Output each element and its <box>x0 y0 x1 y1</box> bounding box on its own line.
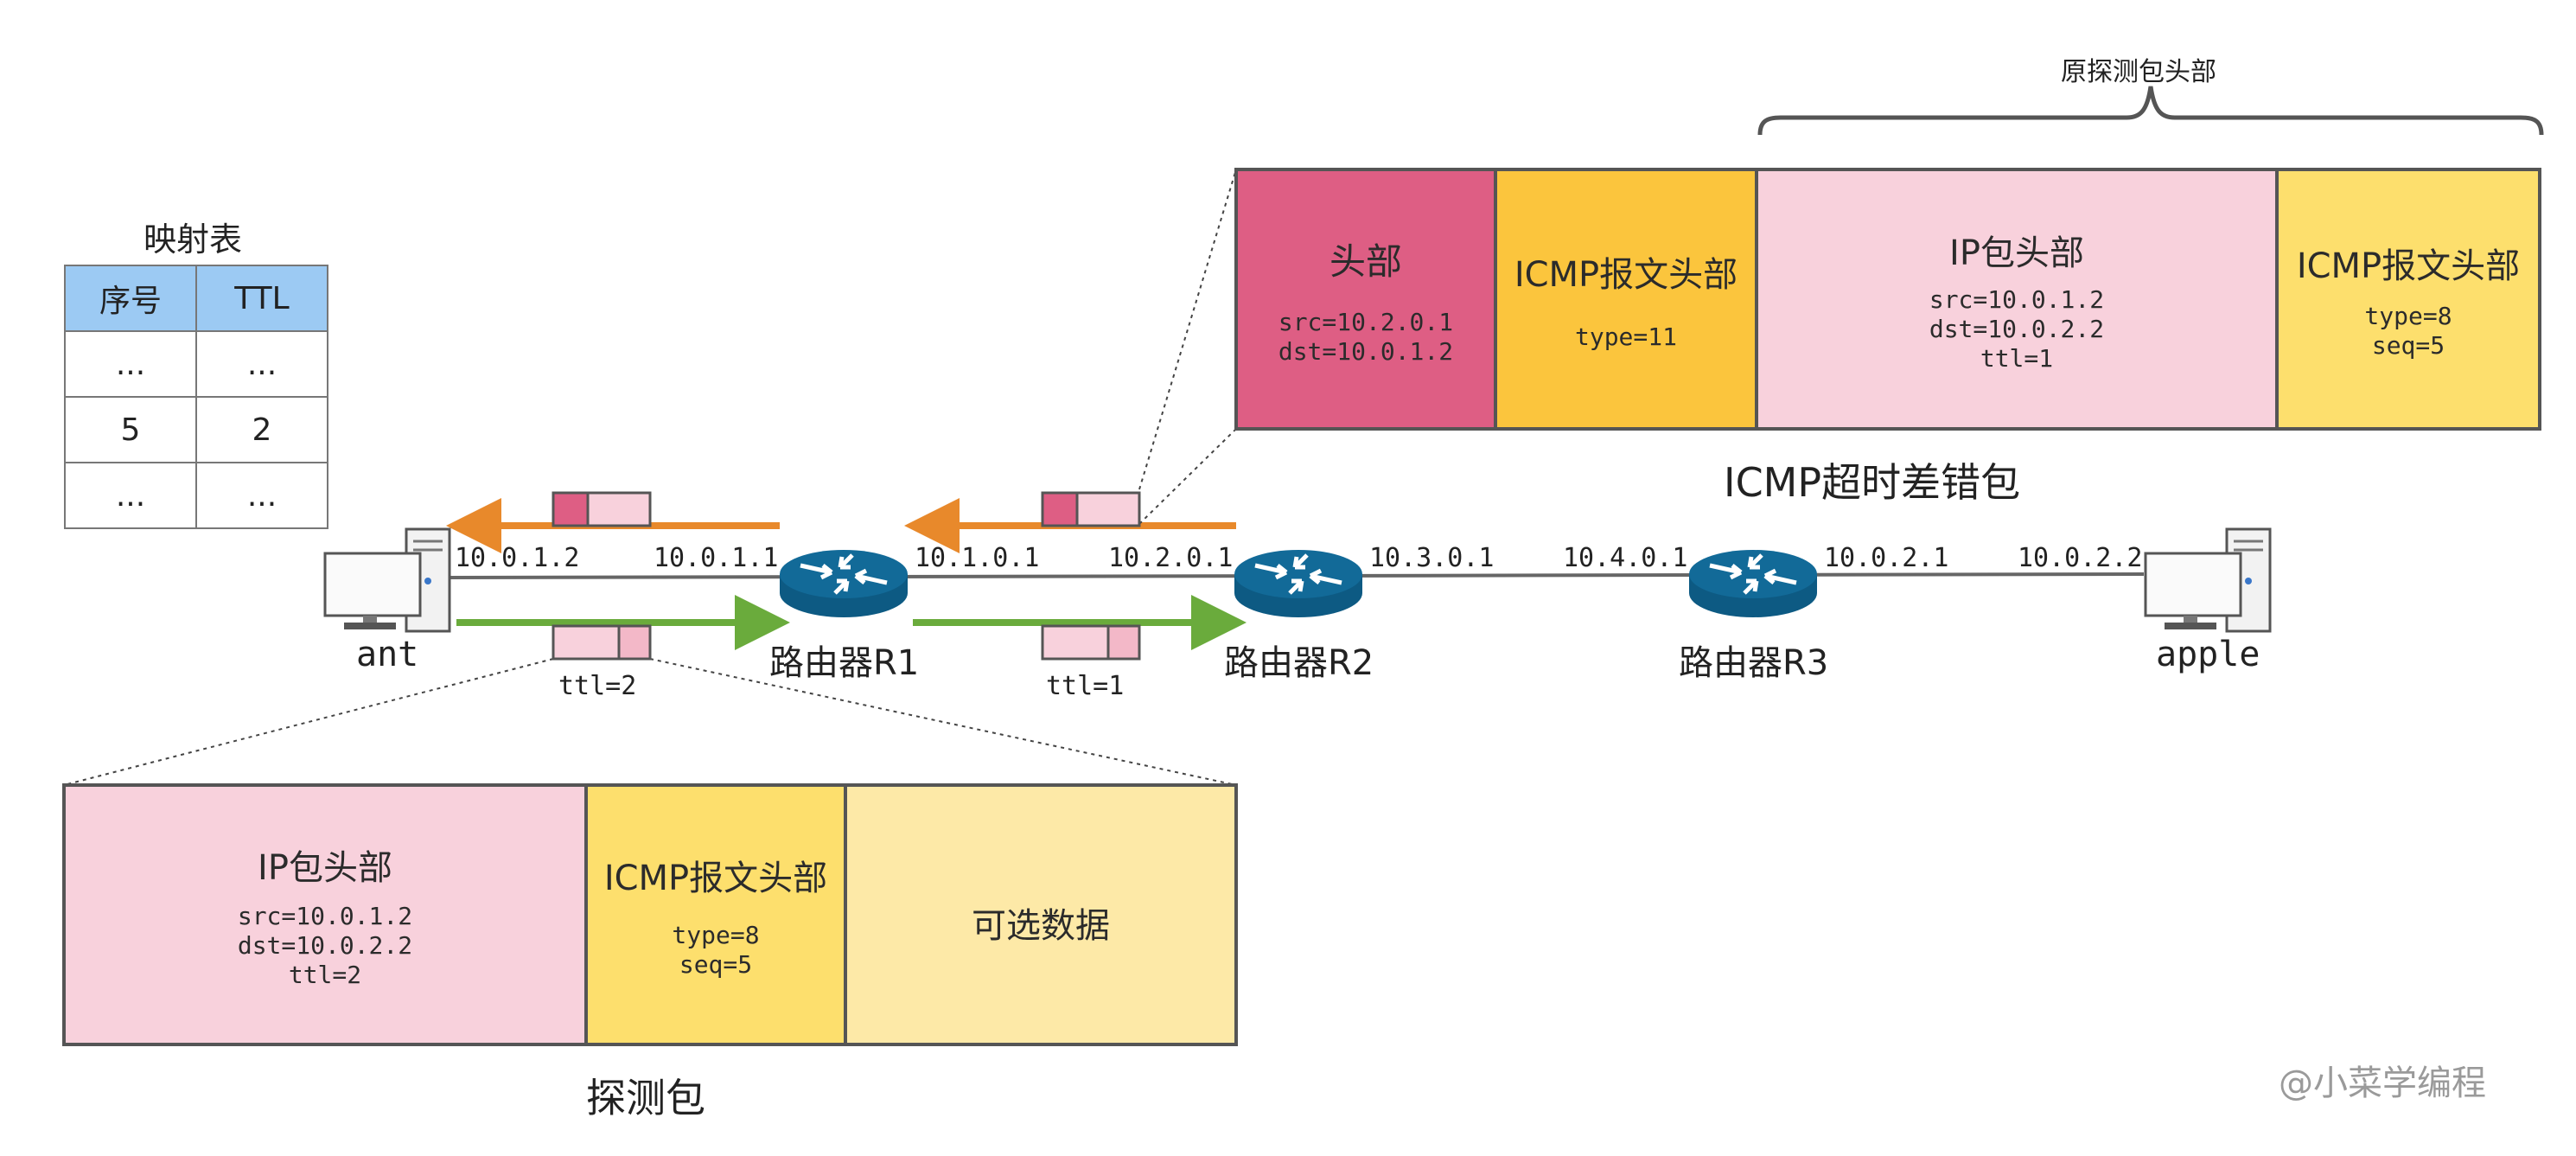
router-icon-r2 <box>1234 550 1362 617</box>
error-packet-icmp-header: ICMP报文头部 type=11 <box>1494 168 1758 431</box>
cell-line: type=8 <box>2364 302 2452 330</box>
node-label-r1: 路由器R1 <box>769 643 920 683</box>
zoom-line-bottom-1 <box>63 658 554 786</box>
table-row: 5 2 <box>64 396 328 463</box>
cell-line: dst=10.0.2.2 <box>237 931 413 960</box>
error-packet-ip-header: 头部 src=10.2.0.1 dst=10.0.1.2 <box>1234 168 1497 431</box>
error-packet-orig-ip-header: IP包头部 src=10.0.1.2 dst=10.0.2.2 ttl=1 <box>1755 168 2279 431</box>
cell-line: ttl=1 <box>1980 344 2054 373</box>
probe-packet-caption: 探测包 <box>586 1075 705 1121</box>
ip-label-apple: 10.0.2.2 <box>2018 543 2143 573</box>
ip-label-ant: 10.0.1.2 <box>455 543 580 573</box>
brace-label: 原探测包头部 <box>2061 57 2216 87</box>
table-row: ... ... <box>64 462 328 529</box>
cell-title: ICMP报文头部 <box>2296 246 2521 286</box>
table-cell: ... <box>64 330 197 398</box>
cell-title: ICMP报文头部 <box>603 859 828 898</box>
header-seq: 序号 <box>64 265 197 332</box>
table-cell: 2 <box>195 396 328 463</box>
cell-line: seq=5 <box>679 950 753 979</box>
small-reply-packet-1 <box>552 491 652 527</box>
cell-title: 可选数据 <box>972 906 1110 946</box>
router-icon-r3 <box>1689 550 1817 617</box>
mapping-table-header: 序号 TTL <box>64 265 328 332</box>
cell-line: type=8 <box>672 921 760 949</box>
cell-title: 头部 <box>1329 240 1402 283</box>
cell-line: src=10.0.1.2 <box>237 902 413 930</box>
ip-label-r3-left: 10.4.0.1 <box>1563 543 1688 573</box>
node-label-r2: 路由器R2 <box>1224 643 1374 683</box>
cell-title: IP包头部 <box>1949 233 2084 273</box>
cell-line: src=10.0.1.2 <box>1929 285 2105 314</box>
small-reply-packet-2 <box>1041 491 1141 527</box>
cell-title: ICMP报文头部 <box>1514 255 1738 295</box>
brace <box>1757 86 2544 136</box>
watermark: @小菜学编程 <box>2279 1063 2486 1103</box>
small-probe-packet-1 <box>552 624 652 661</box>
error-packet-orig-icmp-header: ICMP报文头部 type=8 seq=5 <box>2275 168 2541 431</box>
table-row: ... ... <box>64 330 328 398</box>
zoom-line-bottom-2 <box>649 658 1237 786</box>
cell-line: type=11 <box>1574 323 1677 351</box>
computer-icon-apple <box>2144 527 2272 633</box>
cell-line: dst=10.0.1.2 <box>1278 336 1454 366</box>
computer-icon-ant <box>323 527 451 633</box>
ip-label-r1-left: 10.0.1.1 <box>654 543 779 573</box>
small-probe-packet-2 <box>1041 624 1141 661</box>
cell-line: src=10.2.0.1 <box>1278 307 1454 336</box>
probe-packet-ip-header: IP包头部 src=10.0.1.2 dst=10.0.2.2 ttl=2 <box>62 783 588 1046</box>
ttl-label-2: ttl=1 <box>1046 671 1125 701</box>
table-cell: ... <box>64 462 197 529</box>
ip-label-r1-right: 10.1.0.1 <box>915 543 1040 573</box>
table-cell: 5 <box>64 396 197 463</box>
node-label-r3: 路由器R3 <box>1679 643 1829 683</box>
ip-label-r2-right: 10.3.0.1 <box>1369 543 1495 573</box>
node-label-ant: ant <box>356 635 419 674</box>
error-packet-caption: ICMP超时差错包 <box>1724 459 2021 506</box>
header-ttl: TTL <box>195 265 328 332</box>
probe-packet-icmp-header: ICMP报文头部 type=8 seq=5 <box>584 783 847 1046</box>
mapping-table-title: 映射表 <box>143 220 243 259</box>
ttl-label-1: ttl=2 <box>558 671 637 701</box>
cell-title: IP包头部 <box>258 848 392 888</box>
ip-label-r2-left: 10.2.0.1 <box>1108 543 1234 573</box>
zoom-line-top-1 <box>1138 169 1237 490</box>
table-cell: ... <box>195 462 328 529</box>
router-icon-r1 <box>780 550 908 617</box>
ip-label-r3-right: 10.0.2.1 <box>1824 543 1949 573</box>
node-label-apple: apple <box>2156 635 2260 674</box>
probe-packet-data: 可选数据 <box>844 783 1238 1046</box>
cell-line: seq=5 <box>2371 331 2445 360</box>
table-cell: ... <box>195 330 328 398</box>
mapping-table: 序号 TTL ... ... 5 2 ... ... <box>64 265 328 529</box>
cell-line: dst=10.0.2.2 <box>1929 315 2105 343</box>
cell-line: ttl=2 <box>288 961 362 989</box>
